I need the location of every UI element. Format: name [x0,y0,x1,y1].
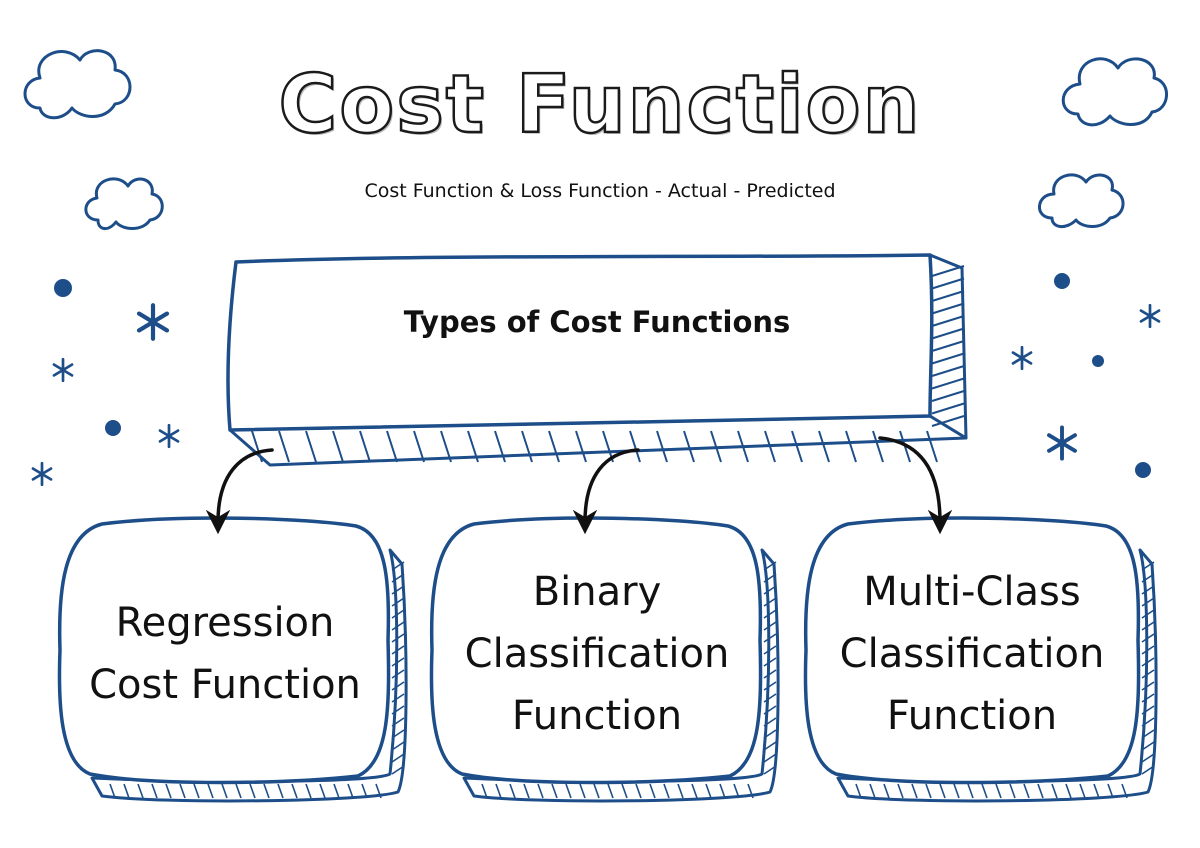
header-box-label: Types of Cost Functions [403,305,791,339]
star-icon [1047,425,1077,461]
star-icon [52,357,74,383]
arrow-to-binary [572,448,640,535]
binary-box [429,516,780,803]
cloud-icon [84,177,164,230]
dot-icon [54,279,72,297]
star-icon [1011,345,1033,371]
dot-icon [105,420,121,436]
dot-icon [1135,462,1151,478]
star-icon [1139,303,1161,329]
regression-box [57,516,408,803]
star-icon [158,423,180,449]
binary-box-label: Binary Classification Function [464,569,730,739]
arrows [205,436,953,535]
header-box [226,253,968,467]
star-icon [136,303,170,341]
dot-icon [1054,273,1070,289]
multiclass-box [803,516,1158,803]
regression-box-label: Regression Cost Function [89,600,361,708]
multiclass-box-label: Multi-Class Classification Function [839,569,1105,739]
cloud-icon [1038,173,1125,228]
subtitle: Cost Function & Loss Function - Actual -… [364,180,836,202]
arrow-to-regression [205,448,274,535]
cloud-icon [23,49,132,120]
cloud-icon [1061,57,1168,127]
dot-icon [1092,355,1104,367]
main-title: Cost Function [277,57,922,153]
arrow-to-multiclass [878,436,953,535]
star-icon [31,461,53,487]
